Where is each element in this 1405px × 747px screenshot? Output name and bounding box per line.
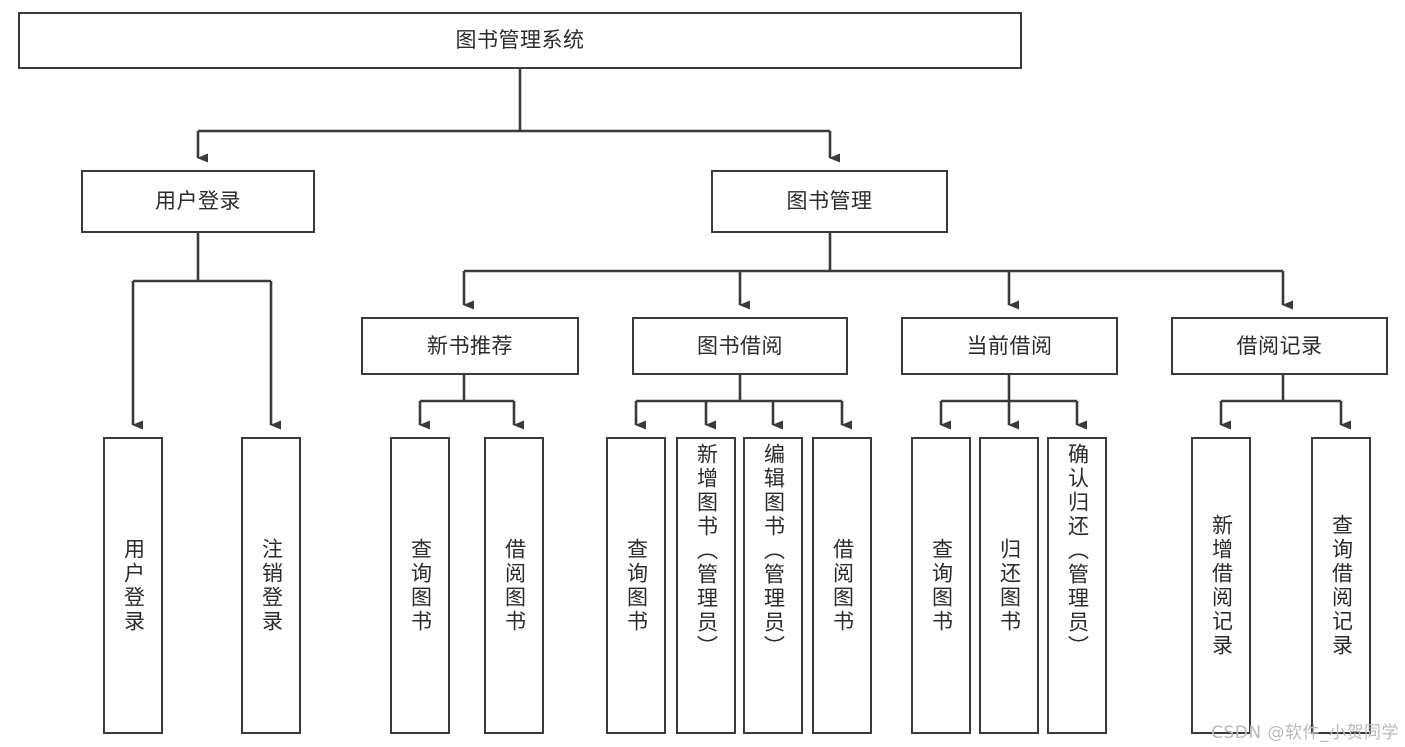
node-leaf-query-book-1[interactable]: 查询图书 bbox=[390, 437, 450, 734]
node-leaf-query-record[interactable]: 查询借阅记录 bbox=[1311, 437, 1371, 734]
node-leaf-borrow-book-2[interactable]: 借阅图书 bbox=[812, 437, 872, 734]
node-leaf-edit-book[interactable]: 编辑图书（管理员） bbox=[743, 437, 803, 734]
node-current-borrow-label: 当前借阅 bbox=[966, 333, 1053, 358]
node-leaf-confirm-return[interactable]: 确认归还（管理员） bbox=[1047, 437, 1107, 734]
node-user-login[interactable]: 用户登录 bbox=[81, 170, 315, 233]
node-leaf-edit-book-label: 编辑图书（管理员） bbox=[761, 443, 786, 659]
node-leaf-add-book[interactable]: 新增图书（管理员） bbox=[676, 437, 736, 734]
node-new-book-recommend-label: 新书推荐 bbox=[427, 333, 513, 358]
node-borrow-record-label: 借阅记录 bbox=[1236, 333, 1323, 358]
node-leaf-query-book-3-label: 查询图书 bbox=[929, 537, 954, 634]
node-current-borrow[interactable]: 当前借阅 bbox=[901, 317, 1118, 375]
node-leaf-logout-login[interactable]: 注销登录 bbox=[241, 437, 301, 734]
node-leaf-user-login-label: 用户登录 bbox=[121, 537, 146, 634]
node-leaf-query-book-2[interactable]: 查询图书 bbox=[606, 437, 666, 734]
node-leaf-add-book-label: 新增图书（管理员） bbox=[694, 443, 719, 659]
node-leaf-query-book-3[interactable]: 查询图书 bbox=[911, 437, 971, 734]
node-book-management[interactable]: 图书管理 bbox=[711, 170, 948, 233]
node-user-login-label: 用户登录 bbox=[155, 189, 241, 214]
node-leaf-borrow-book-1-label: 借阅图书 bbox=[502, 537, 527, 634]
node-book-borrow-label: 图书借阅 bbox=[697, 333, 783, 358]
node-leaf-confirm-return-label: 确认归还（管理员） bbox=[1065, 443, 1090, 659]
node-leaf-user-login[interactable]: 用户登录 bbox=[103, 437, 163, 734]
node-book-borrow[interactable]: 图书借阅 bbox=[632, 317, 848, 375]
node-root-label: 图书管理系统 bbox=[455, 28, 585, 53]
node-leaf-query-book-2-label: 查询图书 bbox=[624, 537, 649, 634]
csdn-watermark: CSDN @软件_小贺同学 bbox=[1211, 723, 1399, 743]
node-leaf-borrow-book-1[interactable]: 借阅图书 bbox=[484, 437, 544, 734]
node-leaf-return-book-label: 归还图书 bbox=[997, 537, 1022, 634]
node-leaf-query-book-1-label: 查询图书 bbox=[408, 537, 433, 634]
node-borrow-record[interactable]: 借阅记录 bbox=[1171, 317, 1388, 375]
node-leaf-logout-login-label: 注销登录 bbox=[259, 537, 284, 634]
node-leaf-return-book[interactable]: 归还图书 bbox=[979, 437, 1039, 734]
node-new-book-recommend[interactable]: 新书推荐 bbox=[361, 317, 579, 375]
node-leaf-borrow-book-2-label: 借阅图书 bbox=[830, 537, 855, 634]
node-leaf-add-record-label: 新增借阅记录 bbox=[1209, 513, 1234, 658]
node-root-system[interactable]: 图书管理系统 bbox=[18, 12, 1022, 69]
node-book-management-label: 图书管理 bbox=[786, 189, 873, 214]
node-leaf-add-record[interactable]: 新增借阅记录 bbox=[1191, 437, 1251, 734]
node-leaf-query-record-label: 查询借阅记录 bbox=[1329, 513, 1354, 658]
